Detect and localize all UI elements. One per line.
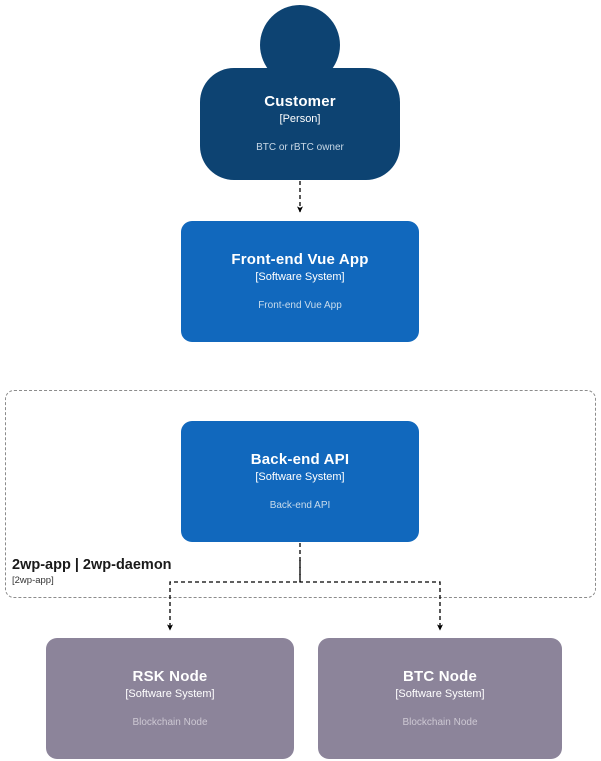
node-rsk-type: [Software System] [125, 687, 215, 700]
boundary-label: 2wp-app | 2wp-daemon [2wp-app] [12, 556, 172, 587]
node-btc-description: Blockchain Node [402, 716, 478, 728]
node-btc-node[interactable]: BTC Node [Software System] Blockchain No… [318, 638, 562, 759]
boundary-type: [2wp-app] [12, 575, 54, 586]
boundary-name: 2wp-app | 2wp-daemon [12, 557, 172, 573]
node-customer-title: Customer [264, 93, 336, 110]
node-rsk-node[interactable]: RSK Node [Software System] Blockchain No… [46, 638, 294, 759]
node-customer-description: BTC or rBTC owner [256, 142, 344, 153]
node-customer-type: [Person] [279, 113, 321, 125]
node-backend-type: [Software System] [255, 470, 345, 483]
node-rsk-description: Blockchain Node [132, 716, 208, 728]
node-frontend-vue-app[interactable]: Front-end Vue App [Software System] Fron… [181, 221, 419, 342]
node-btc-type: [Software System] [395, 687, 485, 700]
node-customer[interactable]: Customer [Person] BTC or rBTC owner [200, 5, 400, 180]
node-rsk-title: RSK Node [132, 667, 208, 685]
node-btc-title: BTC Node [402, 667, 478, 685]
node-frontend-title: Front-end Vue App [231, 250, 369, 268]
node-backend-description: Back-end API [269, 499, 331, 511]
node-backend-title: Back-end API [250, 450, 350, 468]
node-frontend-description: Front-end Vue App [258, 299, 342, 311]
node-frontend-type: [Software System] [255, 270, 345, 283]
person-body: Customer [Person] BTC or rBTC owner [200, 68, 400, 180]
node-backend-api[interactable]: Back-end API [Software System] Back-end … [181, 421, 419, 542]
